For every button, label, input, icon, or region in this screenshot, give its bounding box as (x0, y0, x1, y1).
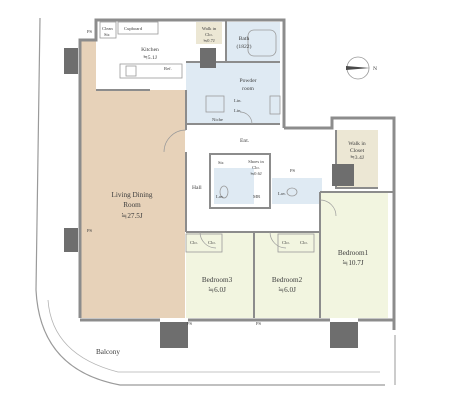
ps-label-w: PS (87, 228, 93, 233)
ps-label-s2: PS (256, 321, 262, 326)
balcony-inner-line (47, 299, 380, 373)
lin-label-1: Lin. (234, 98, 242, 103)
door-living-arc (163, 129, 187, 153)
wall-outer-east (284, 116, 396, 330)
powder-room-floor (186, 62, 280, 124)
toilet-right (286, 187, 298, 197)
powder-name-line1: Powder (239, 78, 256, 84)
living-dining-floor (80, 40, 185, 318)
str-label: Str. (218, 160, 224, 165)
columns (64, 48, 358, 348)
kitchen-size: ≒5.1J (143, 55, 158, 61)
bedroom1-floor (320, 192, 388, 318)
lin-label-2: Lin. (234, 108, 242, 113)
door-powder-arc (239, 111, 253, 125)
bedroom3-name: Bedroom3 (202, 276, 233, 284)
walkin-right-line2: Closet (350, 148, 365, 154)
clo-label-b2a: Clo. (282, 240, 290, 245)
toilet-left (219, 185, 229, 199)
shoes-closet-line2: Clo. (252, 165, 260, 170)
clo-label-b3b: Clo. (208, 240, 216, 245)
room-labels: Living Dining Room ≒27.5J Kitchen ≒5.1J … (112, 26, 369, 294)
bedroom2-size: ≒6.0J (278, 286, 296, 294)
bath-floor (226, 22, 280, 62)
bedroom3-floor (186, 232, 254, 318)
ps-label-e: PS (290, 168, 296, 173)
clo-label-b3a: Clo. (190, 240, 198, 245)
door-bedroom1-arc (319, 199, 337, 217)
living-name-line1: Living Dining (112, 191, 153, 199)
kitchen-counter (119, 63, 183, 79)
walkin-top-size: ≒0.7J (203, 38, 215, 43)
wall-outer-north-west (78, 18, 286, 318)
balcony-outer-line (35, 17, 385, 386)
door-bedroom2-arc (269, 231, 287, 249)
shoes-closet-size: ≒0.6J (250, 171, 262, 176)
wall-bedrooms (186, 192, 321, 318)
column-s1 (160, 322, 188, 348)
floor-fills (80, 20, 388, 318)
walk-in-closet-top-floor (196, 22, 222, 44)
bath-size: (1822) (237, 43, 252, 50)
lav-right-label: Lav. (278, 191, 286, 196)
bath-name: Bath (239, 36, 250, 42)
ps-label-s1: PS (187, 321, 193, 326)
bedroom3-size: ≒6.0J (208, 286, 226, 294)
door-swings (163, 111, 337, 249)
walkin-right-size: ≒3.4J (350, 155, 365, 161)
living-size: ≒27.5J (121, 212, 143, 220)
kitchen-sink (125, 65, 137, 77)
balcony-label: Balcony (96, 348, 120, 356)
entrance-label: Ent. (240, 138, 250, 144)
cupboard-box (117, 21, 159, 35)
balcony (35, 17, 396, 386)
mr-label: MR (253, 194, 261, 199)
shoes-closet-line1: Shoes in (248, 159, 264, 164)
powder-name-line2: room (242, 86, 254, 92)
misc-labels: Balcony Hall Ent. MR Lav. Lav. Str. Nich… (87, 26, 308, 356)
walkin-right-line1: Walk in (348, 141, 366, 147)
clean-str-line2: Str. (104, 32, 110, 37)
bedroom2-name: Bedroom2 (272, 276, 303, 284)
column-nw (64, 48, 78, 74)
lavatory-left-floor (214, 168, 254, 204)
cupboard-label: Cupboard (124, 26, 143, 31)
bedroom2-floor (254, 232, 320, 318)
north-arrow-icon: N (346, 56, 377, 80)
walls (78, 18, 396, 330)
wall-bedroom1-closet (320, 130, 394, 193)
bedroom3-closet (185, 233, 223, 253)
bedroom1-name: Bedroom1 (338, 249, 369, 257)
walkin-top-line2: Clo. (205, 32, 213, 37)
clean-storage-box (99, 21, 117, 39)
hall-label: Hall (192, 185, 202, 191)
column-e (332, 164, 354, 186)
ref-label: Ref. (164, 66, 172, 71)
fixtures (99, 21, 298, 199)
ps-label-nw: PS (87, 29, 93, 34)
column-n (200, 48, 216, 68)
bedroom2-closet (277, 233, 315, 253)
clo-label-b2b: Clo. (300, 240, 308, 245)
lav-left-label: Lav. (216, 194, 224, 199)
niche-label: Niche (212, 117, 223, 122)
north-label: N (373, 66, 377, 72)
powder-vanity (205, 95, 225, 113)
wall-core-block (209, 153, 271, 209)
bedroom-closets (185, 233, 315, 253)
bedroom1-size: ≒10.7J (342, 259, 364, 267)
clean-str-line1: Clean (102, 26, 113, 31)
walkin-top-line1: Walk in (202, 26, 217, 31)
bathtub (247, 29, 277, 57)
living-name-line2: Room (123, 201, 141, 209)
column-w (64, 228, 78, 252)
column-s2 (330, 322, 358, 348)
kitchen-name: Kitchen (141, 47, 159, 53)
powder-sink (269, 95, 281, 115)
